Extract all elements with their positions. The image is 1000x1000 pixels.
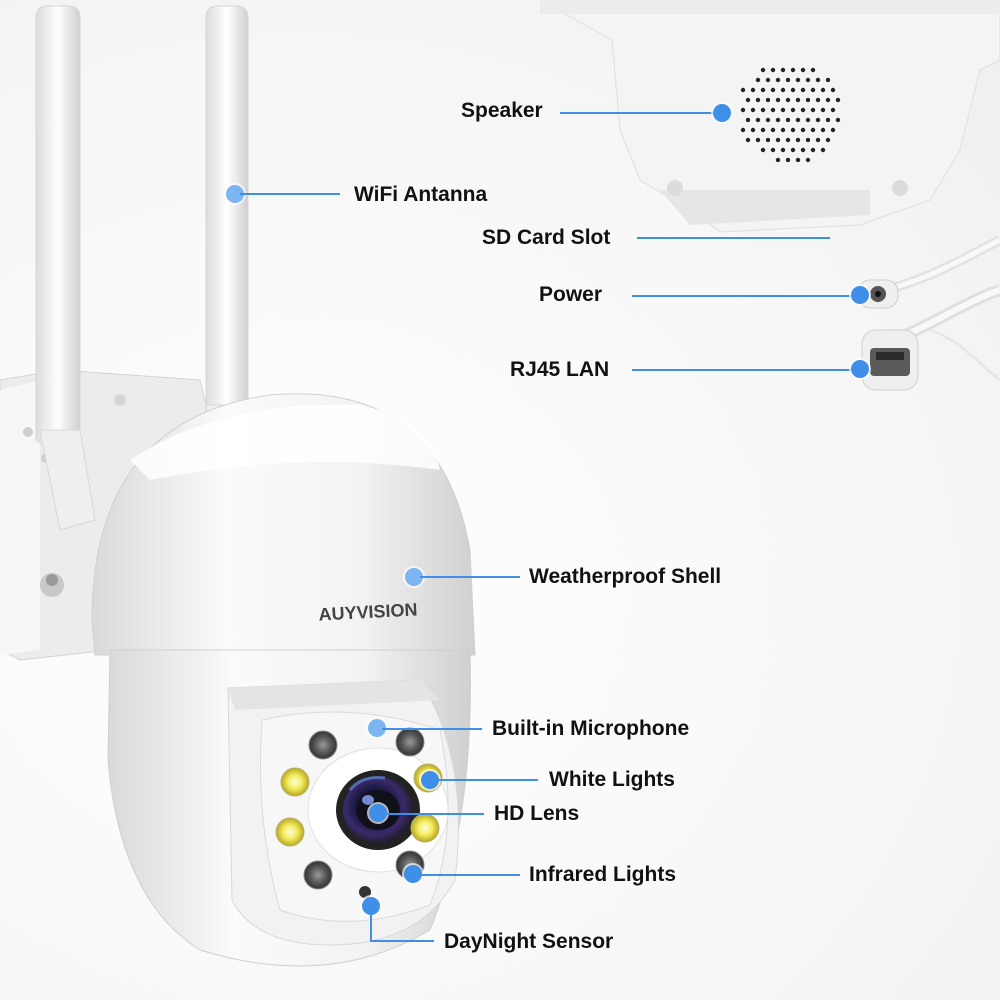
weatherproof-shell-marker-dot: [405, 568, 423, 586]
power-marker-dot: [851, 286, 869, 304]
speaker-housing: [538, 0, 1000, 233]
wifi-antenna-leader-line: [240, 193, 340, 195]
weatherproof-shell-leader-line: [420, 576, 520, 578]
rj45-lan-leader-line: [632, 369, 862, 371]
hd-lens-leader-line: [384, 813, 484, 815]
power-leader-line: [632, 295, 862, 297]
daynight-sensor-marker-dot: [362, 897, 380, 915]
built-in-microphone-label: Built-in Microphone: [492, 717, 690, 740]
white-lights-leader-line: [436, 779, 538, 781]
speaker-label: Speaker: [461, 99, 543, 122]
power-connector: [857, 279, 899, 309]
white-lights-label: White Lights: [549, 768, 675, 791]
daynight-sensor-leader-vertical: [370, 912, 372, 942]
infrared-lights-leader-line: [418, 874, 520, 876]
hd-lens-label: HD Lens: [494, 802, 580, 825]
rj45-lan-label: RJ45 LAN: [510, 358, 610, 381]
speaker-leader-line: [560, 112, 722, 114]
rj45-connector: [861, 329, 919, 391]
infrared-lights-label: Infrared Lights: [529, 863, 677, 886]
hd-lens-marker-dot: [369, 804, 387, 822]
wifi-antenna-label: WiFi Antanna: [354, 183, 488, 206]
microphone-leader-line: [382, 728, 482, 730]
antennas: [35, 5, 249, 531]
daynight-sensor-label: DayNight Sensor: [444, 930, 614, 953]
infrared-lights-marker-dot: [404, 865, 422, 883]
speaker-marker-dot: [713, 104, 731, 122]
microphone-marker-dot: [368, 719, 386, 737]
daynight-sensor-leader-line: [370, 940, 434, 942]
sd-card-slot-leader-line: [637, 237, 830, 239]
weatherproof-shell-label: Weatherproof Shell: [529, 565, 722, 588]
sd-card-slot-label: SD Card Slot: [482, 226, 611, 249]
camera-body: [107, 649, 471, 967]
wifi-antenna-marker-dot: [226, 185, 244, 203]
dome-shell: [91, 393, 476, 656]
white-lights-marker-dot: [421, 771, 439, 789]
power-label: Power: [539, 283, 603, 306]
rj45-lan-marker-dot: [851, 360, 869, 378]
